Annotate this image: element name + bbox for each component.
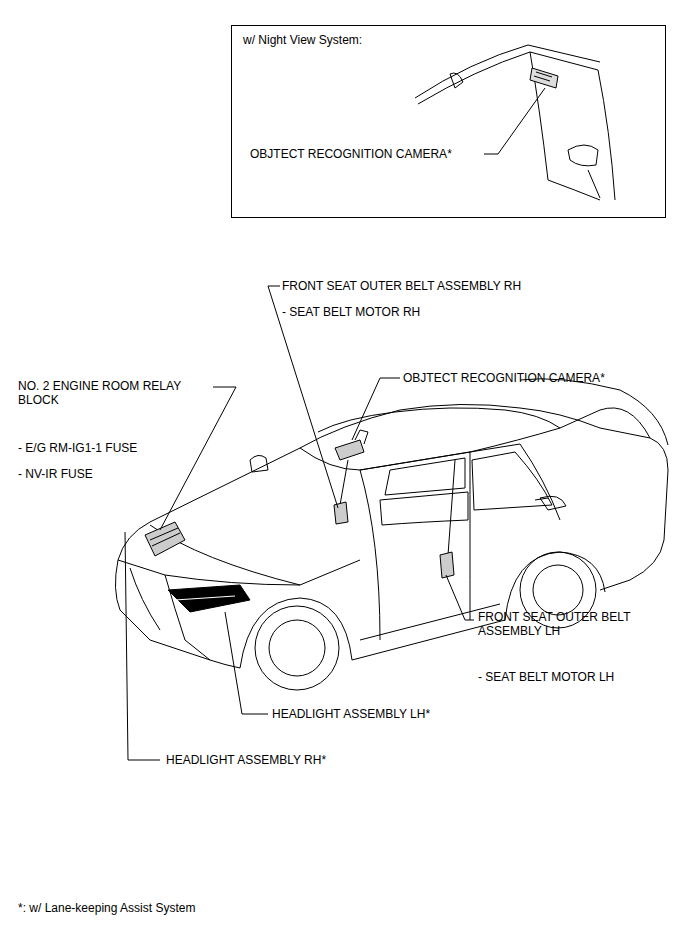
car-body [115,379,668,690]
sub-part-label: - E/G RM-IG1-1 FUSE [18,441,137,455]
part-label: HEADLIGHT ASSEMBLY LH* [272,707,430,721]
part-label: NO. 2 ENGINE ROOM RELAY BLOCK [18,379,198,407]
part-label: OBJTECT RECOGNITION CAMERA* [250,147,452,161]
sub-part-label: - SEAT BELT MOTOR RH [282,305,420,319]
inset-sketch [415,45,615,200]
part-label: OBJTECT RECOGNITION CAMERA* [403,371,605,385]
inset-panel: w/ Night View System: OBJTECT RECOGNITION… [231,25,666,218]
sub-part-label: - NV-IR FUSE [18,467,93,481]
panel-heading: w/ Night View System: [243,33,362,47]
parts [145,430,455,578]
part-label: FRONT SEAT OUTER BELT ASSEMBLY LH [478,610,648,638]
footnote: *: w/ Lane-keeping Assist System [18,901,195,915]
leader-lines [125,286,474,760]
part-label: HEADLIGHT ASSEMBLY RH* [166,753,326,767]
part-label: FRONT SEAT OUTER BELT ASSEMBLY RH [282,279,521,293]
sub-part-label: - SEAT BELT MOTOR LH [478,670,614,684]
